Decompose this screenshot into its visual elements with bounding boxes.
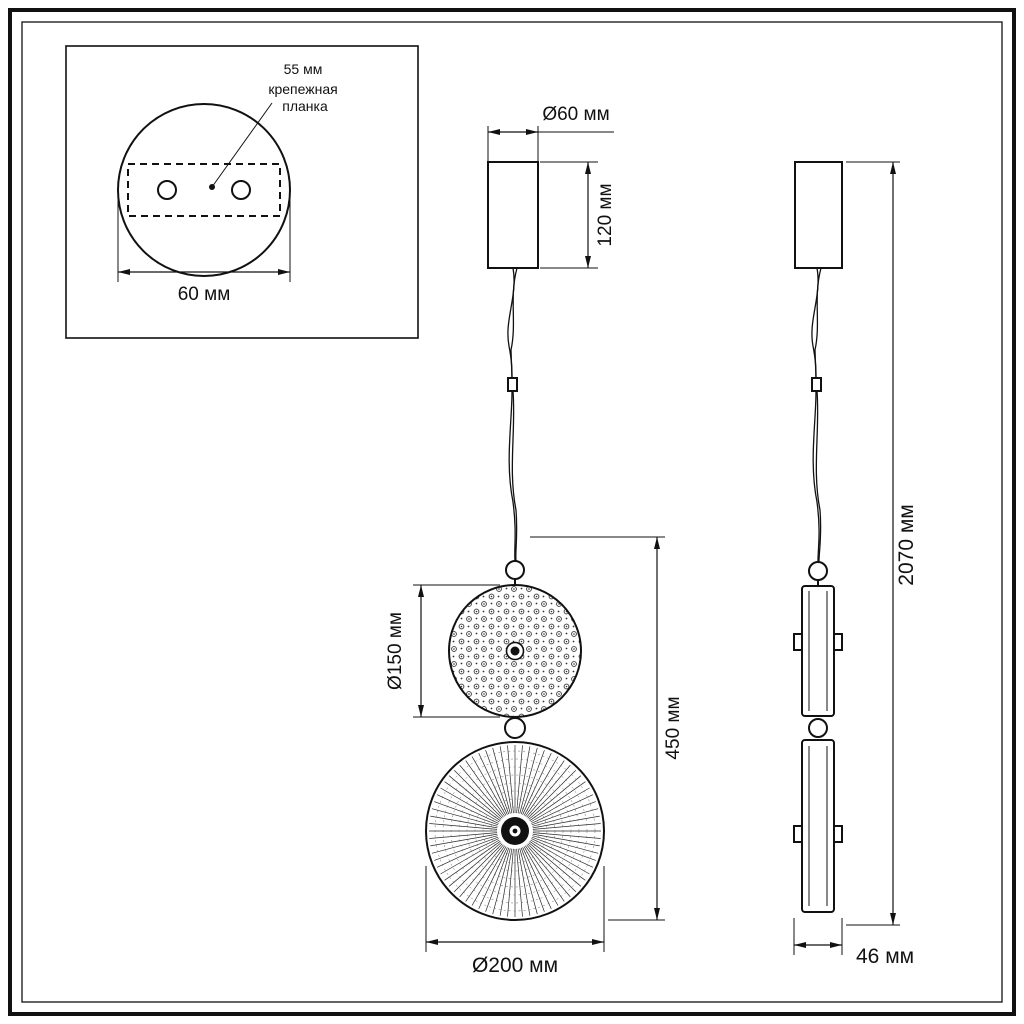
large-shade-hub-dot <box>512 828 518 834</box>
canopy-side <box>794 161 843 269</box>
leader-line <box>211 102 273 188</box>
wire-ferrule-front <box>507 377 518 392</box>
hole-spacing-label: 55 мм <box>284 61 323 77</box>
top-ball-front <box>505 560 525 580</box>
small-shade-hub <box>510 646 520 656</box>
base-diameter-label: 60 мм <box>178 284 231 305</box>
small-shade-diameter-label: Ø150 мм <box>385 612 406 690</box>
wire-side-strand4 <box>815 390 822 562</box>
top-ball-side <box>808 561 828 581</box>
side-view: 2070 мм 46 мм <box>793 161 918 968</box>
wire-side-strand3 <box>812 390 820 562</box>
wire-ferrule-side <box>811 377 822 392</box>
large-shade-diameter-label: Ø200 мм <box>472 954 558 977</box>
small-shade-side <box>801 585 835 717</box>
inset-base-view: 55 мм крепежная планка 60 мм <box>65 45 419 339</box>
wire-front-strand3 <box>508 390 516 562</box>
canopy-height-label: 120 мм <box>595 183 616 246</box>
fixture-height-label: 450 мм <box>663 696 684 759</box>
large-shade-ray-pattern <box>429 745 601 917</box>
canopy-diameter-label: Ø60 мм <box>542 104 609 125</box>
inner-frame <box>21 21 1003 1003</box>
shade-width-label: 46 мм <box>856 945 914 968</box>
mount-hole-left <box>157 180 177 200</box>
shade-tab-left <box>793 825 803 843</box>
base-circle <box>117 103 291 277</box>
mounting-plate-dashed <box>127 163 281 217</box>
shade-tab-right <box>833 825 843 843</box>
wire-front-strand2 <box>510 267 518 379</box>
canopy-front <box>487 161 539 269</box>
mount-plate-label: крепежная планка <box>268 81 341 114</box>
mount-hole-right <box>231 180 251 200</box>
large-shade-side <box>801 739 835 913</box>
wire-side-strand2 <box>814 267 822 379</box>
shade-tab-right <box>833 633 843 651</box>
overall-height-label: 2070 мм <box>895 504 918 585</box>
middle-ball-front <box>504 717 526 739</box>
wire-front-strand4 <box>511 390 518 562</box>
shade-tab-left <box>793 633 803 651</box>
middle-ball-side <box>808 718 828 738</box>
front-view: Ø60 мм 120 мм Ø150 мм <box>385 104 684 977</box>
